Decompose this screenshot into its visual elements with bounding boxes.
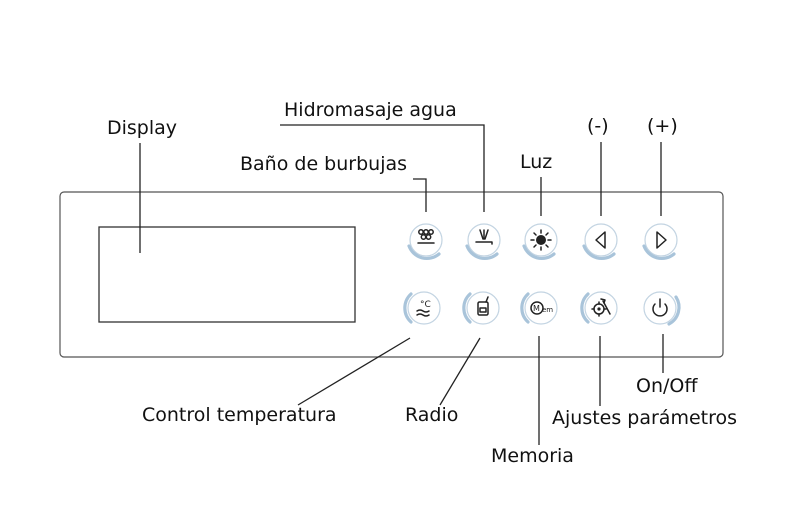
parameter-settings-label: Ajustes parámetros [552, 407, 738, 429]
parameter-settings-button[interactable] [580, 291, 618, 325]
plus-button[interactable] [642, 223, 678, 261]
power-icon [652, 298, 668, 317]
water-jet-icon [475, 229, 493, 245]
radio-label: Radio [405, 404, 459, 426]
bubble-bath-button[interactable] [407, 223, 443, 261]
on-off-label: On/Off [636, 375, 698, 397]
triangle-left-icon [595, 231, 606, 249]
hydro-water-leader [280, 124, 485, 212]
temperature-control-button[interactable]: °C [403, 291, 441, 325]
hydro-water-button[interactable] [465, 223, 501, 261]
radio-icon [477, 296, 489, 316]
display-label: Display [107, 117, 178, 139]
gear-wrench-icon [591, 298, 611, 317]
memory-icon: M em [530, 301, 553, 315]
bubbles-icon [417, 229, 435, 244]
on-off-button[interactable] [643, 291, 681, 326]
leader-lines [139, 124, 664, 445]
light-label: Luz [520, 151, 553, 173]
triangle-right-icon [656, 231, 667, 249]
memory-glyph-m: M [533, 304, 540, 313]
radio-button[interactable] [462, 291, 500, 325]
memory-button[interactable]: M em [520, 291, 558, 325]
temperature-icon: °C [416, 300, 431, 317]
memory-glyph-em: em [542, 306, 553, 314]
display-screen [98, 226, 356, 323]
temperature-control-label: Control temperatura [142, 404, 337, 426]
memory-label: Memoria [491, 445, 574, 467]
minus-button[interactable] [582, 223, 618, 261]
light-button[interactable] [522, 223, 558, 261]
minus-label: (-) [587, 115, 609, 137]
sun-icon [530, 229, 552, 251]
plus-label: (+) [647, 115, 678, 137]
hydro-water-label: Hidromasaje agua [284, 99, 457, 121]
celsius-glyph: °C [420, 300, 431, 310]
radio-leader [439, 337, 481, 406]
bubble-bath-label: Baño de burbujas [240, 153, 408, 175]
bubble-bath-leader [413, 178, 427, 212]
temperature-leader [297, 337, 411, 406]
